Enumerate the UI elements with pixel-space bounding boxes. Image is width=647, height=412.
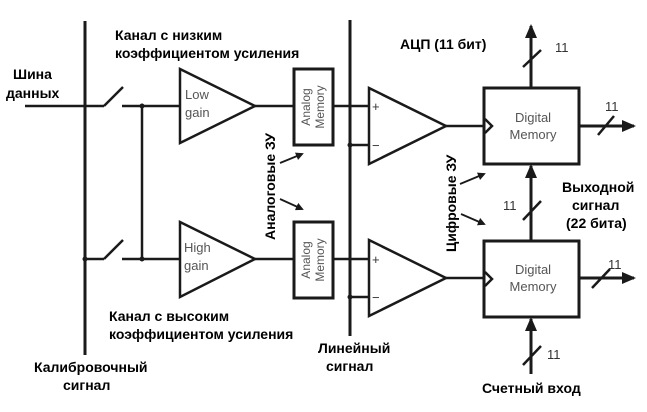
digital-memory-bottom-label-2: Memory: [510, 279, 557, 294]
high-gain-label-1: High: [184, 240, 211, 255]
analog-pointer-top: [279, 152, 304, 164]
bus-width-counter: 11: [547, 347, 561, 362]
bus-width-middle: 11: [503, 198, 517, 213]
bus-slash-bottom-right: [591, 268, 611, 289]
bus-slash-top-right: [597, 115, 615, 136]
digital-memory-bottom-label-1: Digital: [515, 262, 551, 277]
high-gain-label-2: gain: [184, 258, 209, 273]
ramp-label-2: сигнал: [326, 358, 373, 374]
high-channel-label-1: Канал с высоким: [109, 308, 229, 324]
digital-memory-top-label-2: Memory: [510, 127, 557, 142]
analog-pointer-bottom: [279, 198, 304, 211]
clock-input-top-icon: [484, 118, 494, 134]
output-label-1: Выходной: [562, 179, 634, 195]
digital-memory-top[interactable]: [482, 86, 581, 166]
comparator-bottom-minus: −: [372, 290, 380, 305]
low-gain-label-2: gain: [185, 105, 210, 120]
low-channel-label-2: коэффициентом усиления: [115, 45, 299, 61]
bottom-switch[interactable]: [103, 239, 124, 260]
high-channel-label-2: коэффициентом усиления: [109, 326, 293, 342]
digital-pointer-top: [459, 172, 486, 185]
digital-memory-top-label-1: Digital: [515, 110, 551, 125]
analog-memory-bottom-label-1: Analog: [299, 241, 313, 278]
output-label-2: сигнал: [572, 197, 619, 213]
high-gain-amplifier[interactable]: [178, 219, 258, 300]
digital-memories-label: Цифровые ЗУ: [443, 154, 459, 252]
analog-memory-top[interactable]: [292, 67, 335, 147]
low-channel-label-1: Канал с низким: [115, 27, 222, 43]
comparator-bottom[interactable]: [367, 237, 449, 319]
ramp-label-1: Линейный: [318, 340, 390, 356]
comparator-top-plus: +: [372, 99, 380, 114]
bus-width-top-right: 11: [605, 99, 619, 114]
calibration-label-2: сигнал: [63, 377, 110, 393]
output-label-3: (22 бита): [566, 215, 627, 231]
comparator-bottom-plus: +: [372, 252, 380, 267]
bus-slash-middle: [522, 200, 542, 221]
analog-memory-top-label-2: Memory: [313, 85, 327, 128]
bus-slash-counter: [522, 345, 542, 366]
counter-input-label: Счетный вход: [482, 380, 581, 396]
comparator-top-minus: −: [372, 138, 380, 153]
calibration-label-1: Калибровочный: [34, 359, 148, 375]
data-bus-label-2: данных: [6, 85, 60, 101]
analog-memories-label: Аналоговые ЗУ: [262, 133, 278, 240]
data-bus-label-1: Шина: [13, 66, 52, 82]
clock-input-bottom-icon: [484, 271, 494, 287]
bus-width-top-up: 11: [555, 40, 569, 55]
adc-label: АЦП (11 бит): [400, 36, 486, 52]
digital-pointer-bottom: [460, 213, 486, 226]
top-switch[interactable]: [103, 86, 124, 107]
bus-width-bottom-right: 11: [608, 257, 622, 272]
low-gain-label-1: Low: [185, 87, 209, 102]
low-gain-amplifier[interactable]: [178, 66, 258, 146]
analog-memory-bottom-label-2: Memory: [313, 238, 327, 281]
analog-memory-top-label-1: Analog: [299, 88, 313, 125]
comparator-top[interactable]: [367, 85, 449, 167]
bus-slash-top-up: [522, 49, 542, 68]
